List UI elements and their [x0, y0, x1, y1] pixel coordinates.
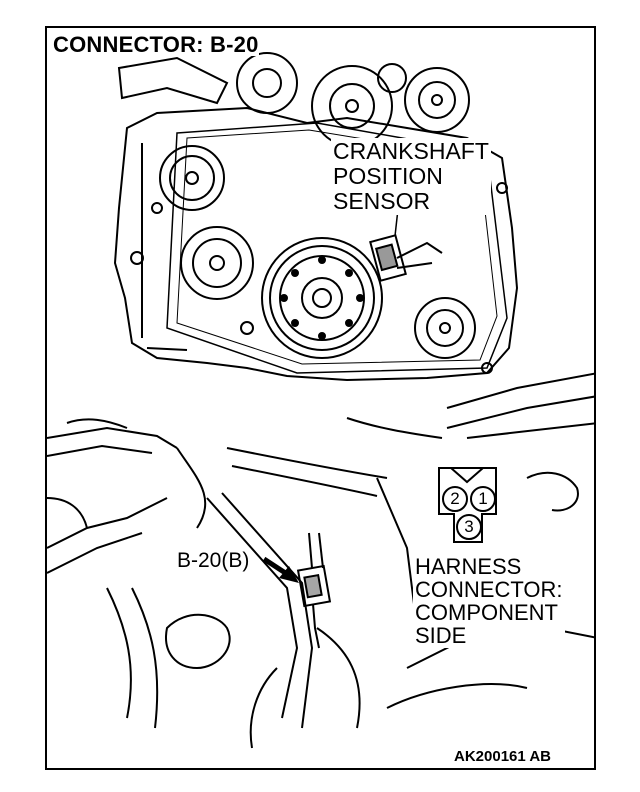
diagram-title: CONNECTOR: B-20	[53, 32, 259, 57]
upper-tensioner-pulleys	[311, 63, 470, 147]
connector-pin-2: 2	[442, 486, 468, 512]
harness-label-line-1: HARNESS	[415, 554, 522, 579]
lower-right-idler	[414, 297, 476, 359]
harness-connector-label: HARNESS CONNECTOR: COMPONENT SIDE	[413, 554, 565, 648]
engine-illustration	[47, 52, 594, 749]
harness-label-line-2: CONNECTOR:	[415, 577, 563, 602]
crankshaft-position-sensor	[369, 234, 443, 282]
connector-pin-3: 3	[456, 514, 482, 540]
sensor-label-line-3: SENSOR	[333, 188, 431, 214]
crankshaft-position-sensor-label: CRANKSHAFT POSITION SENSOR	[331, 138, 491, 215]
left-idler-pulley	[180, 226, 254, 300]
pin-diagram-housing	[438, 467, 497, 543]
harness-label-line-3: COMPONENT	[415, 600, 558, 625]
sensor-label-line-2: POSITION	[333, 163, 443, 189]
engine-bay-housing	[47, 372, 594, 749]
water-pump-pulley	[117, 52, 298, 114]
figure-code: AK200161 AB	[454, 748, 551, 765]
connector-ref-label: B-20(B)	[175, 549, 252, 572]
sensor-label-line-1: CRANKSHAFT	[333, 138, 489, 164]
mounting-bolts	[130, 182, 508, 374]
diagram-frame: CONNECTOR: B-20 CRANKSHAFT POSITION SENS…	[45, 26, 596, 770]
upper-left-pulley	[159, 145, 225, 211]
harness-label-line-4: SIDE	[415, 623, 467, 648]
connector-pin-1: 1	[470, 486, 496, 512]
engine-bay-hoses	[47, 417, 443, 729]
crankshaft-pulley	[261, 237, 383, 359]
connector-arrow	[262, 556, 299, 583]
harness-connector-part	[296, 532, 332, 649]
